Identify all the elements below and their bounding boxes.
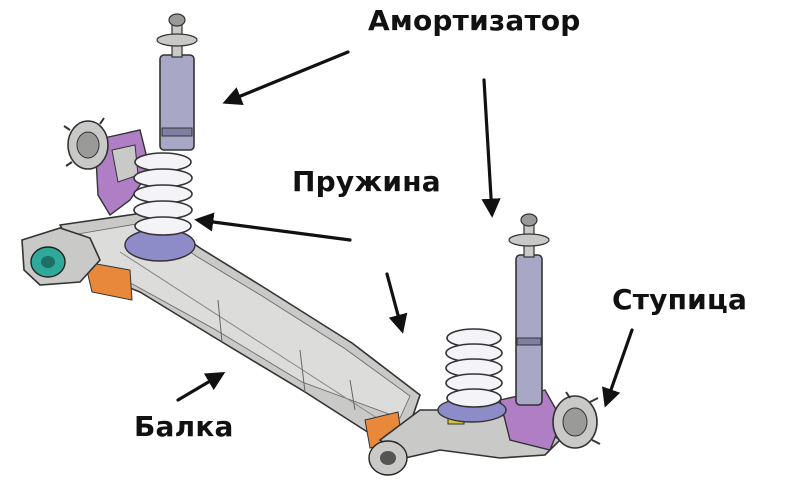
arrow-beam xyxy=(176,372,226,402)
torsion-beam xyxy=(59,211,421,449)
arrow-spring-left xyxy=(194,212,352,242)
label-beam: Балка xyxy=(134,410,234,443)
left-shock-absorber xyxy=(156,13,198,151)
label-spring: Пружина xyxy=(292,165,441,198)
right-trailing-arm xyxy=(368,389,563,476)
right-shock-absorber xyxy=(508,213,550,406)
label-hub: Ступица xyxy=(612,283,748,316)
label-shock-absorber: Амортизатор xyxy=(368,4,581,37)
right-coil-spring xyxy=(445,328,503,408)
left-trailing-arm xyxy=(21,129,151,286)
arrow-shock-right xyxy=(481,78,501,218)
left-hub xyxy=(63,117,109,170)
arrow-hub xyxy=(602,328,634,408)
right-hub xyxy=(552,391,601,449)
arrow-spring-right xyxy=(385,272,408,334)
pointer-arrows xyxy=(176,50,634,408)
left-coil-spring xyxy=(133,152,193,236)
arrow-shock-left xyxy=(222,50,350,106)
